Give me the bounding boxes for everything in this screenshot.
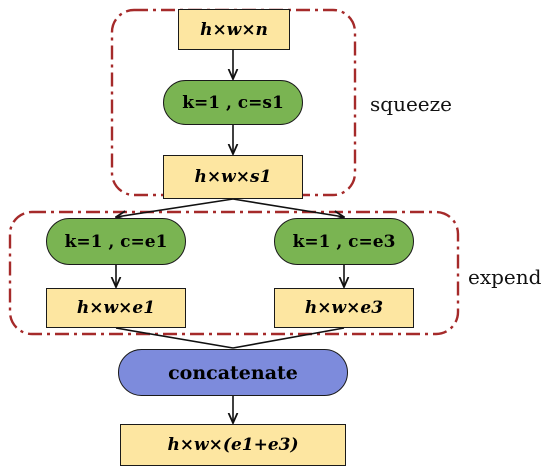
input-label: h×w×n	[200, 19, 268, 40]
expand-conv1-label: k=1 , c=e1	[64, 231, 168, 252]
expand-output1-label: h×w×e1	[76, 298, 156, 318]
concatenate-node: concatenate	[118, 349, 348, 396]
expand-conv3-label: k=1 , c=e3	[292, 231, 396, 252]
squeeze-conv-label: k=1 , c=s1	[182, 92, 284, 113]
output-label: h×w×(e1+e3)	[167, 435, 299, 455]
expand-output3-label: h×w×e3	[304, 298, 384, 318]
arrow-squeeze-to-e1	[116, 198, 234, 217]
output-box: h×w×(e1+e3)	[120, 424, 346, 466]
concatenate-label: concatenate	[168, 361, 298, 384]
arrow-squeeze-to-e3	[232, 198, 344, 217]
squeeze-conv-node: k=1 , c=s1	[163, 80, 303, 125]
expand-group-border	[8, 210, 460, 336]
expand-conv3-node: k=1 , c=e3	[274, 218, 414, 265]
line-e1-to-concat	[115, 327, 234, 349]
squeeze-group-border	[110, 8, 357, 197]
expand-conv1-node: k=1 , c=e1	[46, 218, 186, 265]
line-e3-to-concat	[232, 327, 345, 349]
expand-output1-box: h×w×e1	[46, 288, 186, 328]
input-box: h×w×n	[178, 9, 290, 50]
squeeze-output-box: h×w×s1	[163, 155, 303, 199]
expand-group-label: expend	[468, 265, 542, 289]
squeeze-output-label: h×w×s1	[194, 167, 272, 187]
expand-output3-box: h×w×e3	[274, 288, 414, 328]
squeeze-group-label: squeeze	[370, 92, 452, 116]
